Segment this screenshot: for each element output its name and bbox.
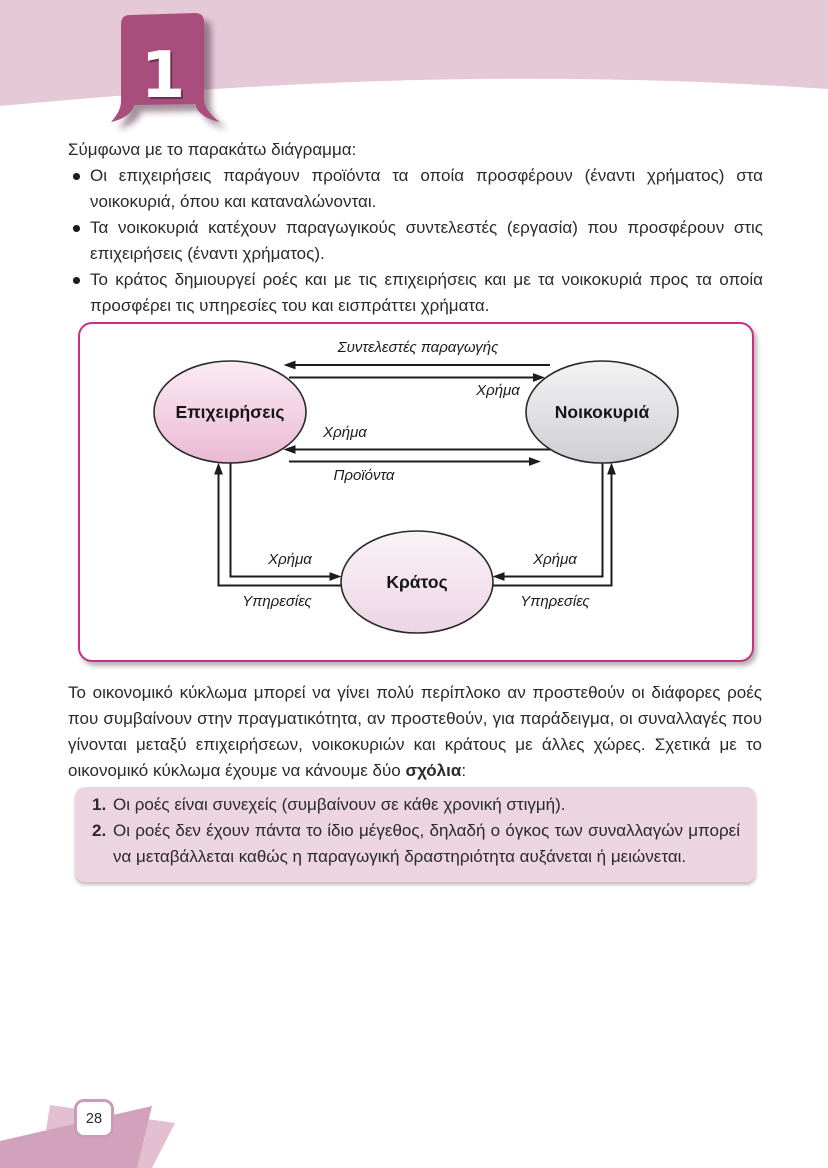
intro-lead: Σύμφωνα με το παρακάτω διάγραμμα: [68,140,357,159]
chapter-number-shadow: 1 [143,41,188,115]
list-item: 1. Οι ροές είναι συνεχείς (συμβαίνουν σε… [92,792,740,818]
flow-services-state-to-households: Υπηρεσίες [492,462,616,610]
flow-products: Προϊόντα [289,457,541,484]
item-number: 1. [92,795,107,814]
node-state-label: Κράτος [386,572,447,592]
list-item: Οι επιχειρήσεις παράγουν προϊόντα τα οπο… [68,163,763,215]
paragraph-text: Το οικονομικό κύκλωμα μπορεί να γίνει πο… [68,683,762,780]
bullet-text: Τα νοικοκυριά κατέχουν παραγωγικούς συντ… [90,218,763,263]
bullet-text: Το κράτος δημιουργεί ροές και με τις επι… [90,270,763,315]
flow-label-services-left: Υπηρεσίες [242,593,312,610]
item-number: 2. [92,821,107,840]
page-number-badge: 28 [74,1099,114,1138]
flow-label-services-right: Υπηρεσίες [520,593,590,610]
list-item: Το κράτος δημιουργεί ροές και με τις επι… [68,267,763,319]
intro-bullet-list: Οι επιχειρήσεις παράγουν προϊόντα τα οπο… [68,163,763,319]
economic-circuit-diagram: Συντελεστές παραγωγής Χρήμα Χρήμα Προϊόν… [78,322,754,662]
node-businesses-label: Επιχειρήσεις [176,402,285,422]
node-state: Κράτος [340,530,494,634]
chapter-tab-shape [111,13,220,122]
flow-label-products: Προϊόντα [334,467,395,484]
node-households-label: Νοικοκυριά [555,402,650,422]
flow-label-money-right: Χρήμα [532,551,577,568]
flow-label-factors: Συντελεστές παραγωγής [337,339,500,356]
page-number: 28 [85,1110,103,1127]
item-text: Οι ροές είναι συνεχείς (συμβαίνουν σε κά… [113,795,566,814]
list-item: 2. Οι ροές δεν έχουν πάντα το ίδιο μέγεθ… [92,818,740,870]
footer-dark-shape [0,1106,152,1168]
body-paragraph: Το οικονομικό κύκλωμα μπορεί να γίνει πο… [68,680,762,784]
node-households: Νοικοκυριά [525,360,679,464]
flow-label-money-top: Χρήμα [475,382,520,399]
paragraph-bold-word: σχόλια [405,761,462,780]
diagram-canvas: Συντελεστές παραγωγής Χρήμα Χρήμα Προϊόν… [153,339,679,634]
flow-services-state-to-businesses: Υπηρεσίες [214,462,341,610]
intro-section: Σύμφωνα με το παρακάτω διάγραμμα: Οι επι… [68,137,763,319]
flow-factors-of-production: Συντελεστές παραγωγής [283,339,550,370]
list-item: Τα νοικοκυριά κατέχουν παραγωγικούς συντ… [68,215,763,267]
flow-money-businesses-to-state: Χρήμα [229,462,342,581]
flow-money-businesses-to-households: Χρήμα [289,373,545,399]
flow-label-money-mid: Χρήμα [322,424,367,441]
flow-money-households-to-businesses: Χρήμα [283,424,550,454]
flow-label-money-left: Χρήμα [267,551,312,568]
header-band: 1 1 [0,0,828,129]
bullet-text: Οι επιχειρήσεις παράγουν προϊόντα τα οπο… [90,166,763,211]
chapter-number: 1 [141,39,186,113]
chapter-tab: 1 1 [111,13,227,129]
footer-decoration [0,1105,175,1168]
node-businesses: Επιχειρήσεις [153,360,307,464]
flow-money-households-to-state: Χρήμα [492,462,604,581]
paragraph-tail: : [461,761,467,780]
comments-box: 1. Οι ροές είναι συνεχείς (συμβαίνουν σε… [75,787,756,882]
item-text: Οι ροές δεν έχουν πάντα το ίδιο μέγεθος,… [113,821,740,866]
